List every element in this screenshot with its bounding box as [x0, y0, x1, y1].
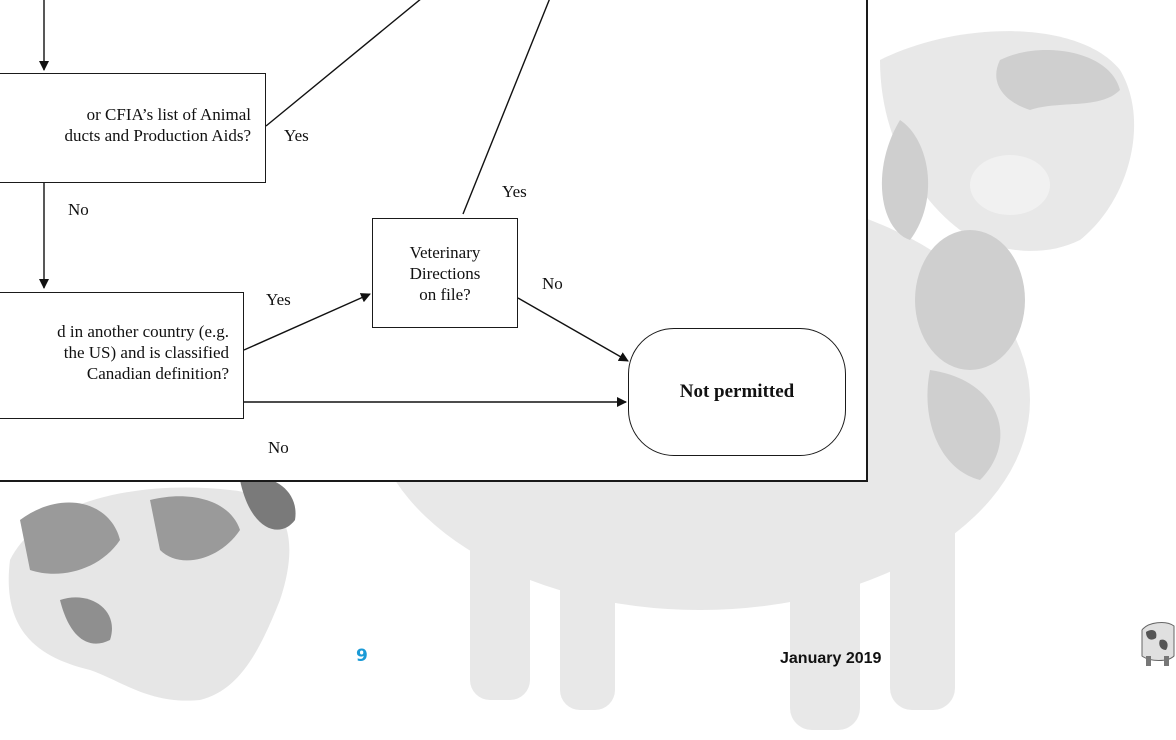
vet-question-line-2: Directions	[409, 263, 481, 283]
page-number: 9	[356, 646, 368, 666]
not-permitted-label: Not permitted	[679, 381, 795, 402]
label-cfia-no: No	[68, 200, 89, 219]
cfia-question-line-2: ducts and Production Aids?	[64, 126, 251, 145]
label-vet-no: No	[542, 274, 563, 293]
label-country-yes: Yes	[266, 290, 291, 309]
country-question-line-2: the US) and is classified	[63, 343, 229, 362]
cfia-list-question-box: or CFIA’s list of Animal ducts and Produ…	[0, 73, 266, 183]
vet-question-line-1: Veterinary	[409, 242, 481, 262]
other-country-question-box: d in another country (e.g. the US) and i…	[0, 292, 244, 419]
veterinary-directions-box: Veterinary Directions on file?	[372, 218, 518, 328]
issue-date: January 2019	[780, 650, 882, 667]
flowchart-connectors	[39, 0, 629, 407]
cow-logo-icon	[1141, 622, 1175, 666]
country-question-line-3: Canadian definition?	[86, 364, 229, 383]
flowchart-panel: or CFIA’s list of Animal ducts and Produ…	[0, 0, 868, 482]
vet-question-line-3: on file?	[419, 284, 471, 304]
label-country-no: No	[268, 438, 289, 457]
country-question-line-1: d in another country (e.g.	[57, 322, 229, 341]
label-vet-yes: Yes	[502, 182, 527, 201]
cfia-question-line-1: or CFIA’s list of Animal	[86, 105, 251, 124]
not-permitted-terminal: Not permitted	[628, 328, 846, 456]
label-cfia-yes: Yes	[284, 126, 309, 145]
